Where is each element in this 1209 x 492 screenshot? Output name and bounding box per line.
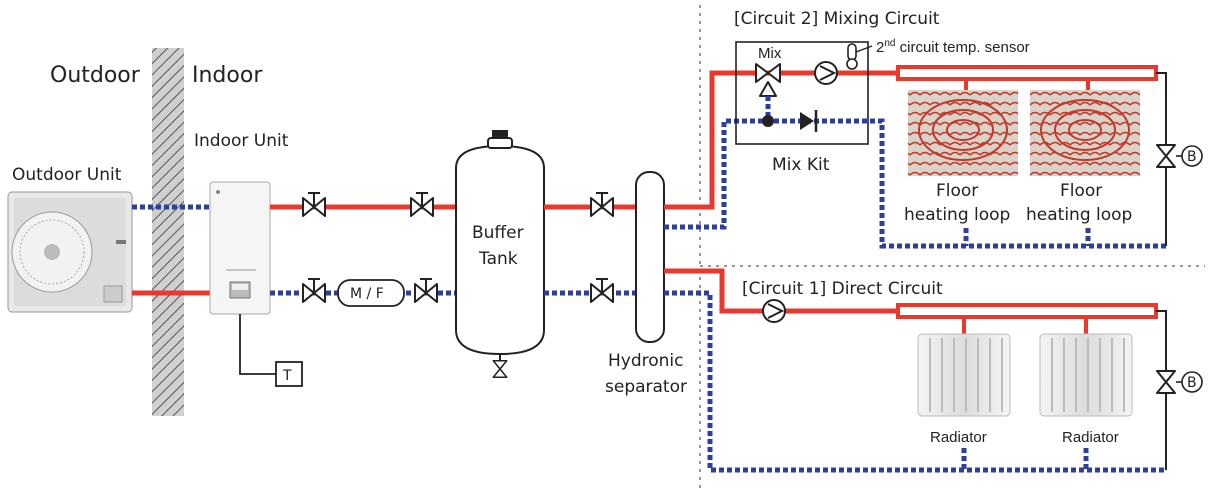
thermostat-label: T bbox=[282, 368, 292, 384]
valve-icon bbox=[410, 192, 434, 217]
circuit2-supply-manifold bbox=[896, 65, 1158, 81]
temp-sensor-icon bbox=[846, 43, 873, 70]
junction-dot bbox=[762, 115, 774, 127]
valve-icon bbox=[590, 192, 614, 217]
buffer-tank-label-line2: Tank bbox=[478, 249, 518, 269]
circuit1-supply-pipe bbox=[664, 268, 898, 314]
radiator-2-label: Radiator bbox=[1062, 429, 1119, 446]
circuit1-title: [Circuit 1] Direct Circuit bbox=[742, 279, 943, 299]
wall bbox=[152, 48, 184, 416]
bypass-label-bottom: B bbox=[1187, 375, 1197, 391]
radiator-image-1 bbox=[917, 333, 1011, 417]
hydronic-separator bbox=[635, 171, 665, 343]
check-valve-icon bbox=[800, 110, 818, 132]
radiator-1-label: Radiator bbox=[930, 429, 987, 446]
magnetic-filter bbox=[337, 279, 405, 307]
hydronic-separator-label-line2: separator bbox=[605, 377, 687, 397]
floor-heating-loop-image-1 bbox=[908, 90, 1018, 176]
circuit1-supply-manifold bbox=[896, 303, 1158, 319]
bypass-valve-icon bbox=[1156, 370, 1176, 394]
hydronic-separator-label-line1: Hydronic bbox=[608, 351, 684, 371]
circuit1-return-pipe bbox=[664, 290, 1166, 473]
bypass-valve-icon bbox=[1156, 144, 1176, 168]
thermostat-box bbox=[275, 361, 303, 387]
valve-icon bbox=[590, 278, 614, 303]
floor-loop-1-label-line1: Floor bbox=[936, 181, 978, 201]
valve-icon bbox=[414, 278, 438, 303]
mix-label: Mix bbox=[758, 45, 782, 62]
buffer-tank-label-line1: Buffer bbox=[472, 223, 524, 243]
outdoor-unit-label: Outdoor Unit bbox=[12, 165, 122, 185]
mix-kit-label: Mix Kit bbox=[772, 155, 830, 175]
indoor-unit-label: Indoor Unit bbox=[194, 131, 289, 151]
mixing-valve-icon bbox=[755, 63, 781, 97]
floor-loop-1-label-line2: heating loop bbox=[904, 205, 1010, 225]
buffer-tank bbox=[455, 130, 545, 378]
indoor-unit bbox=[209, 181, 271, 315]
bypass-label-top: B bbox=[1187, 149, 1197, 165]
floor-loop-2-label-line2: heating loop bbox=[1026, 205, 1132, 225]
radiator-image-2 bbox=[1039, 333, 1133, 417]
mix-kit-box bbox=[735, 41, 869, 145]
valve-icon bbox=[302, 192, 326, 217]
pump-icon-circuit1 bbox=[762, 299, 786, 323]
outdoor-label: Outdoor bbox=[50, 63, 141, 88]
magnetic-filter-label: M / F bbox=[350, 286, 384, 302]
outdoor-unit bbox=[7, 191, 133, 313]
temp-sensor-label: 2nd circuit temp. sensor bbox=[876, 38, 1030, 56]
floor-loop-2-label-line1: Floor bbox=[1060, 181, 1102, 201]
circuit2-title: [Circuit 2] Mixing Circuit bbox=[734, 9, 940, 29]
pump-icon-circuit2 bbox=[814, 61, 838, 85]
circuit2-supply-pipe bbox=[664, 70, 898, 210]
valve-icon bbox=[302, 278, 326, 303]
indoor-label: Indoor bbox=[192, 63, 263, 88]
drain-valve-icon bbox=[492, 360, 508, 378]
floor-heating-loop-image-2 bbox=[1030, 90, 1140, 176]
